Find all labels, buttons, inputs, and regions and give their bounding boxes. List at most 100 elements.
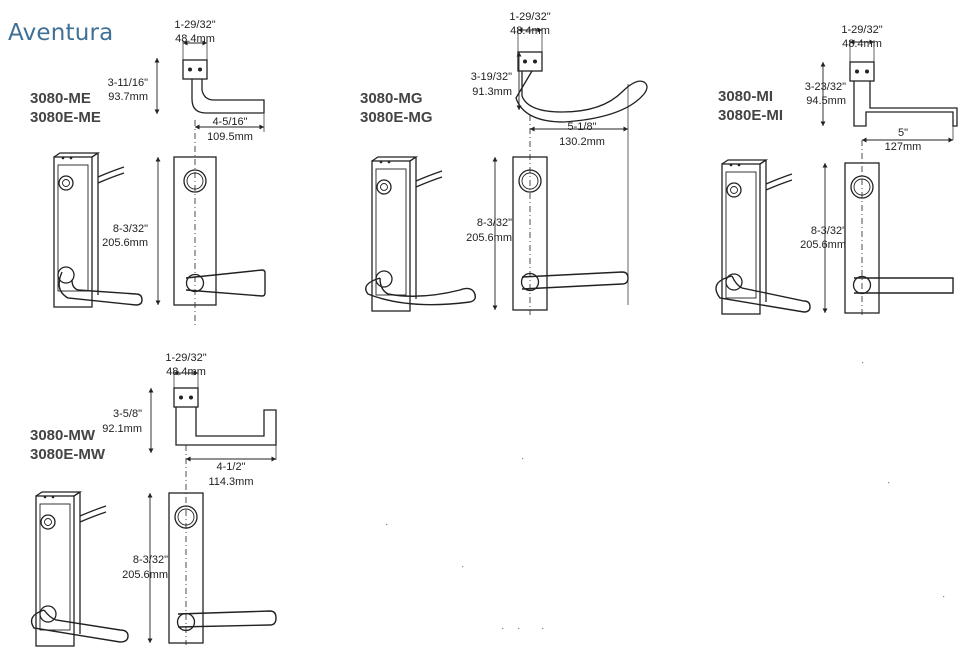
rose-screw	[189, 395, 193, 400]
side-lever	[30, 609, 129, 643]
rose-screw	[865, 69, 869, 74]
dimension-arrow	[148, 448, 154, 453]
front-escutcheon	[844, 162, 880, 314]
dimension-arrow	[271, 456, 276, 462]
dimension-label: 8-3/32"	[811, 225, 846, 237]
rose-screw	[179, 395, 183, 400]
dimension-label: 48.4mm	[175, 33, 215, 45]
scan-speck	[518, 628, 520, 630]
screw-dot	[51, 495, 55, 499]
screw-dot	[729, 163, 733, 167]
diagram-3080-mg: 1-29/32"48.4mm3-19/32"91.3mm5-1/8"130.2m…	[365, 11, 648, 315]
dimension-arrow	[202, 40, 207, 46]
front-lever	[177, 610, 277, 628]
trim-escutcheon	[35, 495, 75, 647]
dimension-arrow	[195, 124, 200, 130]
screw-dot	[69, 156, 73, 160]
trim-edge	[91, 152, 99, 158]
screw-dot	[387, 160, 391, 164]
dimension-arrow	[530, 126, 535, 132]
dimension-arrow	[147, 638, 153, 643]
model-label: 3080-MG	[360, 90, 423, 107]
dimension-label: 127mm	[885, 141, 922, 153]
dimension-arrow	[174, 370, 179, 376]
front-escutcheon	[168, 492, 204, 644]
dimension-label: 48.4mm	[510, 25, 550, 37]
side-lever	[715, 275, 811, 313]
dimension-arrow	[155, 157, 161, 162]
dimension-arrow	[948, 137, 953, 143]
dimension-arrow	[822, 308, 828, 313]
dimension-label: 93.7mm	[108, 91, 148, 103]
front-cylinder	[186, 172, 204, 190]
scan-speck	[386, 524, 388, 526]
dimension-arrow	[186, 456, 191, 462]
cable-line	[415, 170, 443, 182]
trim-edge	[409, 156, 417, 162]
top-lever	[515, 70, 648, 123]
cable-line	[79, 505, 107, 517]
rose-plate	[849, 61, 875, 82]
dimension-arrow	[155, 300, 161, 305]
dimension-label: 1-29/32"	[841, 24, 882, 36]
dimension-label: 8-3/32"	[113, 223, 148, 235]
diagram-3080-me: 1-29/32"48.4mm3-11/16"93.7mm4-5/16"109.5…	[53, 19, 266, 325]
trim-inner-panel	[57, 164, 89, 292]
dimension-label: 4-1/2"	[217, 461, 246, 473]
dimension-arrow	[492, 305, 498, 310]
trim-inner-panel	[725, 171, 757, 299]
dimension-arrow	[822, 163, 828, 168]
rose-screw	[523, 59, 527, 64]
model-label: 3080-MW	[30, 427, 96, 444]
dimension-label: 205.6mm	[800, 239, 846, 251]
trim-edge	[759, 159, 767, 165]
model-label: 3080E-MG	[360, 109, 433, 126]
scan-speck	[943, 596, 945, 598]
dimension-arrow	[820, 62, 826, 67]
rose-screw	[198, 67, 202, 72]
dimension-label: 205.6mm	[122, 569, 168, 581]
model-label: 3080E-MW	[30, 446, 106, 463]
cylinder-icon	[376, 179, 392, 195]
scan-speck	[522, 458, 524, 460]
scan-specks	[386, 362, 945, 630]
rose-screw	[855, 69, 859, 74]
dimension-label: 1-29/32"	[165, 352, 206, 364]
rose-plate	[517, 51, 543, 72]
dimension-label: 48.4mm	[842, 38, 882, 50]
side-lever	[365, 277, 477, 306]
cable-line	[765, 173, 793, 185]
dimension-arrow	[850, 39, 855, 45]
top-lever	[853, 81, 958, 127]
cylinder-core-icon	[380, 183, 388, 191]
dimension-arrow	[147, 493, 153, 498]
lever-hub	[725, 273, 743, 291]
dimension-label: 3-5/8"	[113, 408, 142, 420]
dimension-arrow	[869, 39, 874, 45]
scan-speck	[502, 628, 504, 630]
front-cylinder	[521, 172, 539, 190]
dimension-arrow	[516, 105, 522, 110]
dimension-arrow	[259, 124, 264, 130]
dimension-label: 92.1mm	[102, 423, 142, 435]
rose-screw	[188, 67, 192, 72]
cable-line	[97, 166, 125, 178]
cylinder-icon	[40, 514, 56, 530]
front-cylinder-ring	[183, 169, 207, 193]
cylinder-icon	[726, 182, 742, 198]
trim-edge	[73, 491, 81, 497]
cable-line	[97, 172, 125, 184]
scan-speck	[862, 362, 864, 364]
front-lever-hub	[520, 272, 540, 292]
model-label: 3080E-MI	[718, 107, 784, 124]
dimension-label: 8-3/32"	[477, 217, 512, 229]
front-lever	[185, 269, 266, 297]
model-labels-mg: 3080-MG 3080E-MG	[360, 89, 433, 127]
cylinder-core-icon	[62, 179, 70, 187]
lever-hub	[57, 266, 75, 284]
lever-hub	[39, 605, 57, 623]
cylinder-core-icon	[730, 186, 738, 194]
dimension-label: 5"	[898, 127, 908, 139]
model-label: 3080-MI	[718, 88, 774, 105]
